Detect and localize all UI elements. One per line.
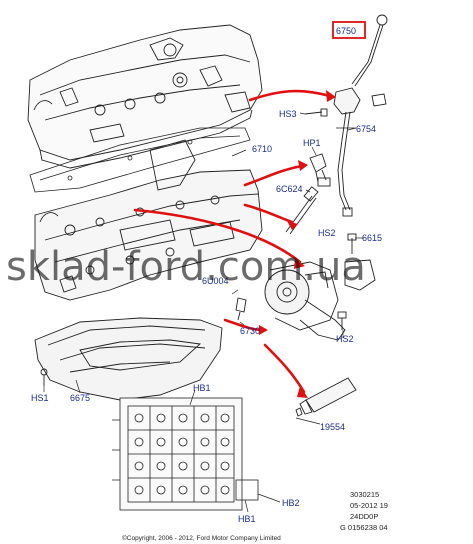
callout-hb1-upper[interactable]: HB1 xyxy=(193,383,211,393)
callout-hb1-lower[interactable]: HB1 xyxy=(238,514,256,524)
gasket-6710 xyxy=(29,127,251,193)
callout-hs2-lower[interactable]: HS2 xyxy=(336,334,354,344)
red-arrowheads xyxy=(259,90,336,398)
engine-block xyxy=(27,24,263,169)
reference-line-2: 05-2012 19 xyxy=(350,501,388,510)
leader-lines xyxy=(43,112,364,513)
callout-6754[interactable]: 6754 xyxy=(356,124,376,134)
callout-6u004[interactable]: 6U004 xyxy=(202,276,229,286)
sealant-tube-19554 xyxy=(295,377,357,417)
callout-6730[interactable]: 6730 xyxy=(240,326,260,336)
oil-pressure-switch-hp1 xyxy=(309,153,331,187)
reference-line-1: 3030215 xyxy=(350,490,379,499)
reference-block: 3030215 05-2012 19 24DD0P G 0156238 04 xyxy=(340,490,388,532)
callout-6710[interactable]: 6710 xyxy=(252,144,272,154)
callout-19554[interactable]: 19554 xyxy=(320,422,345,432)
oil-pickup-6615 xyxy=(344,259,376,291)
callout-labels: 6750 HS3 6754 HP1 6710 6C624 HS2 6615 6U… xyxy=(31,26,382,524)
oil-pump-assembly xyxy=(264,261,346,341)
callout-6c624[interactable]: 6C624 xyxy=(276,184,303,194)
highlight-box-6750 xyxy=(332,21,366,39)
reference-line-3: 24DD0P xyxy=(350,512,378,521)
callout-6750[interactable]: 6750 xyxy=(336,26,356,36)
dipstick-tube-6754 xyxy=(333,87,387,217)
callout-hs2-upper[interactable]: HS2 xyxy=(318,228,336,238)
copyright-text: ©Copyright, 2006 - 2012, Ford Motor Comp… xyxy=(122,534,281,542)
drain-plug-6730 xyxy=(235,297,247,321)
callout-hb2[interactable]: HB2 xyxy=(282,498,300,508)
callout-hp1[interactable]: HP1 xyxy=(303,138,321,148)
dipstick-6750 xyxy=(351,14,388,87)
upper-oil-pan-6u004 xyxy=(34,139,263,301)
callout-6675[interactable]: 6675 xyxy=(70,393,90,403)
callout-6615[interactable]: 6615 xyxy=(362,233,382,243)
bolt-hs2-lower xyxy=(337,311,347,330)
block-plan-view xyxy=(112,397,259,511)
oil-level-sensor-6c624 xyxy=(285,186,319,235)
watermark-text: sklad-ford.com.ua xyxy=(6,244,366,290)
reference-line-4: G 0156238 04 xyxy=(340,523,388,532)
bolt-hs2-upper xyxy=(347,233,357,254)
lower-oil-pan-6675 xyxy=(34,317,223,401)
callout-hs1[interactable]: HS1 xyxy=(31,393,49,403)
bolt-hs3 xyxy=(304,108,328,117)
callout-hs3[interactable]: HS3 xyxy=(279,109,297,119)
